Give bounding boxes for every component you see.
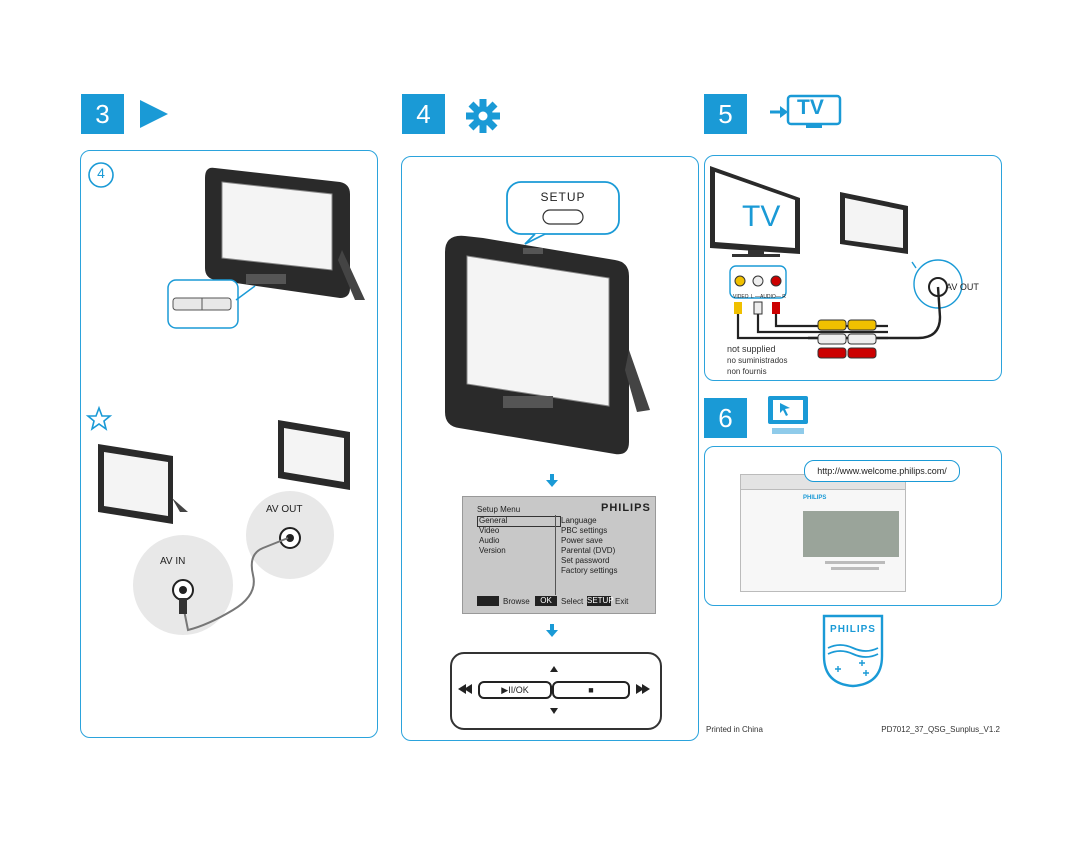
setup-menu-brand: PHILIPS <box>601 502 651 514</box>
av-out-label-tv: AV OUT <box>946 282 979 292</box>
jack-label-video: VIDEO <box>733 294 749 300</box>
menu-item-general[interactable]: General <box>479 516 508 525</box>
menu-option-power-save[interactable]: Power save <box>561 536 603 545</box>
setup-callout <box>506 181 620 245</box>
website-hero-image <box>803 511 899 557</box>
printed-in-china: Printed in China <box>706 725 763 734</box>
menu-option-parental[interactable]: Parental (DVD) <box>561 546 616 555</box>
control-pad <box>450 652 662 730</box>
tv-screen-text: TV <box>742 200 781 233</box>
control-pad-arrows <box>458 666 650 714</box>
footer-select: Select <box>561 597 584 606</box>
document-code: PD7012_37_QSG_Sunplus_V1.2 <box>881 725 1000 734</box>
star-icon <box>85 405 113 431</box>
menu-item-video[interactable]: Video <box>479 526 500 535</box>
play-icon <box>140 100 168 128</box>
not-supplied-fr: non fournis <box>727 367 767 376</box>
menu-item-audio[interactable]: Audio <box>479 536 500 545</box>
arrow-down-icon <box>546 474 558 487</box>
philips-logo-text: PHILIPS <box>830 624 876 635</box>
tv-icon-text: TV <box>797 96 824 119</box>
step-4-badge: 4 <box>402 94 445 134</box>
not-supplied-es: no suministrados <box>727 356 788 365</box>
philips-shield-logo <box>822 614 884 688</box>
gear-icon <box>466 99 500 133</box>
menu-item-version[interactable]: Version <box>479 546 506 555</box>
browse-key-icon <box>477 596 499 606</box>
step-5-badge: 5 <box>704 94 747 134</box>
step-3-badge: 3 <box>81 94 124 134</box>
url-callout[interactable]: http://www.welcome.philips.com/ <box>804 460 960 482</box>
sub-step-number: 4 <box>97 165 105 181</box>
sub-step-badge <box>88 162 114 188</box>
footer-ok-key: OK <box>535 596 557 606</box>
setup-menu-selection <box>477 516 561 527</box>
website-brand: PHILIPS <box>803 495 827 501</box>
footer-exit: Exit <box>615 597 629 606</box>
not-supplied-en: not supplied <box>727 344 776 354</box>
menu-option-set-password[interactable]: Set password <box>561 556 610 565</box>
setup-menu-title: Setup Menu <box>477 505 521 514</box>
menu-option-pbc[interactable]: PBC settings <box>561 526 608 535</box>
footer-browse: Browse <box>503 597 530 606</box>
jack-label-audio: L —AUDIO— R <box>751 294 786 300</box>
tv-connect-icon <box>770 94 842 128</box>
setup-menu-screen: Setup Menu PHILIPS General Video Audio V… <box>462 496 656 614</box>
av-in-label: AV IN <box>160 556 186 567</box>
footer-setup-key: SETUP <box>587 596 614 606</box>
menu-option-factory[interactable]: Factory settings <box>561 566 618 575</box>
monitor-cursor-icon <box>768 396 808 434</box>
website-screenshot: PHILIPS <box>740 474 906 592</box>
arrow-down-icon-2 <box>546 624 558 637</box>
menu-option-language[interactable]: Language <box>561 516 597 525</box>
tv-connection-illustration <box>710 166 963 359</box>
two-players-connection-illustration <box>98 420 350 635</box>
stop-button[interactable]: ■ <box>552 681 630 699</box>
av-out-label: AV OUT <box>266 504 303 515</box>
portable-player-illustration <box>167 167 365 329</box>
setup-label: SETUP <box>540 190 586 204</box>
step-6-badge: 6 <box>704 398 747 438</box>
player-setup-illustration <box>445 235 650 455</box>
play-pause-ok-button[interactable]: ▶II/OK <box>478 681 552 699</box>
